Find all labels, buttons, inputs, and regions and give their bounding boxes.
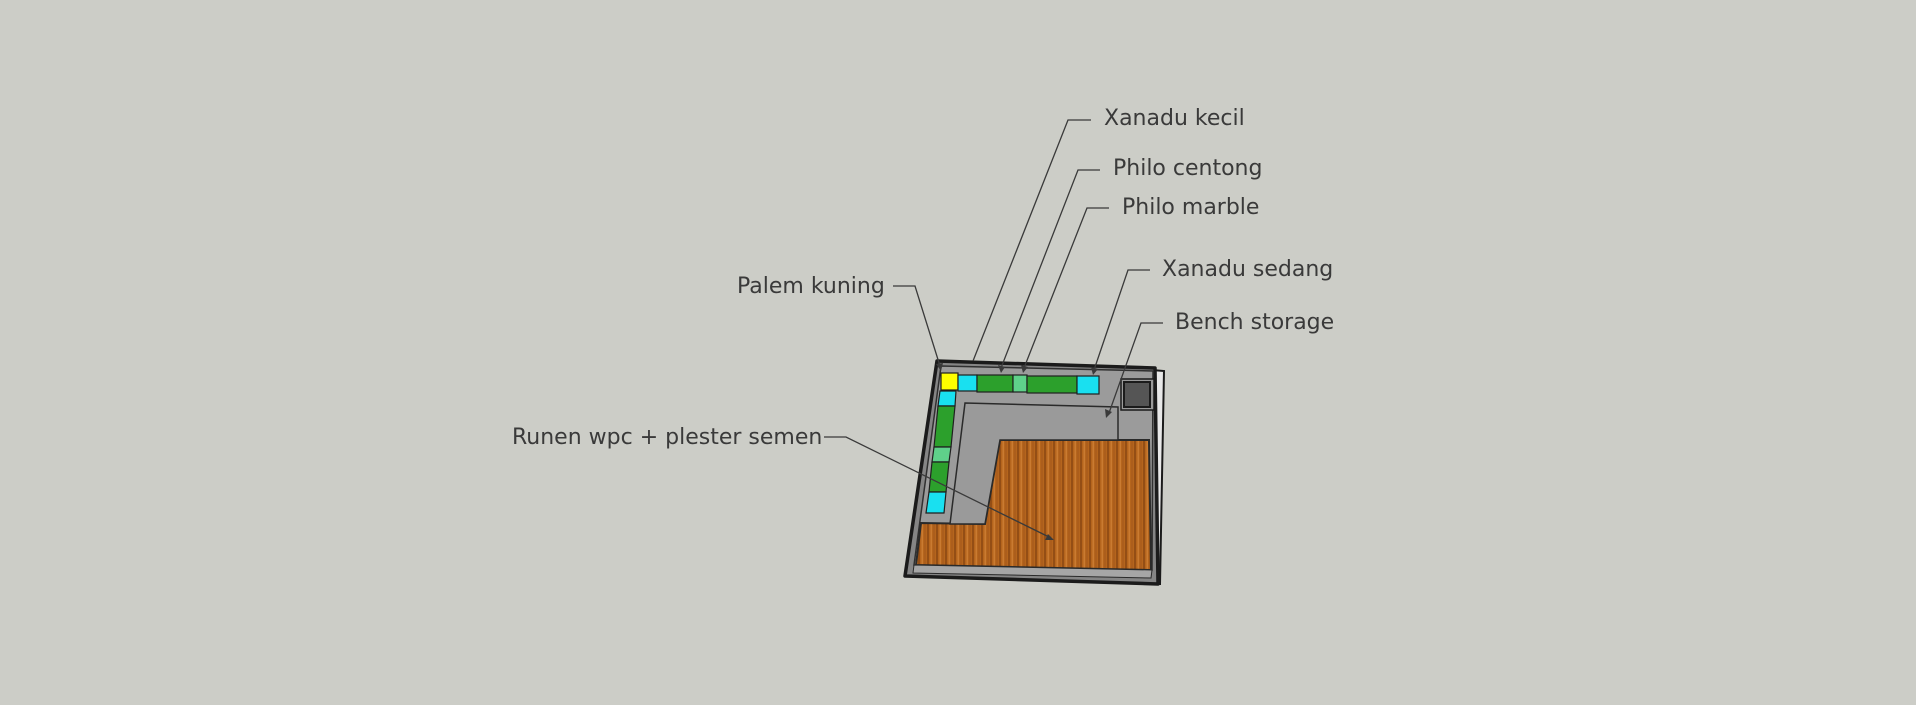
leader-xanadu-kecil (972, 119, 1091, 362)
label-xanadu-kecil: Xanadu kecil (1104, 106, 1245, 131)
label-bench-storage: Bench storage (1175, 310, 1335, 335)
leader-runen-wpc (824, 436, 1050, 538)
arrow-runen-wpc (1045, 534, 1054, 540)
label-xanadu-sedang: Xanadu sedang (1162, 257, 1334, 282)
planter-lightgreen-top (1012, 374, 1028, 393)
planter-cyan-top-2 (1076, 375, 1100, 395)
label-philo-marble: Philo marble (1122, 195, 1260, 220)
arrow-philo-marble (1021, 365, 1028, 373)
label-palem-kuning: Palem kuning (737, 274, 885, 299)
leader-palem-kuning (893, 285, 941, 367)
concrete-path (949, 402, 1119, 525)
leader-philo-centong (1000, 169, 1100, 369)
leader-lines (824, 119, 1163, 540)
storage-box-inner (1123, 381, 1151, 408)
arrow-xanadu-sedang (1091, 367, 1098, 375)
planter-green-left-1 (933, 405, 956, 448)
planter-yellow-palem (940, 372, 959, 391)
label-runen-wpc: Runen wpc + plester semen (512, 425, 823, 450)
planter-green-left-2 (928, 461, 950, 493)
garden-platform (903, 359, 1166, 586)
arrow-philo-centong (998, 365, 1005, 373)
planter-cyan-left-1 (937, 390, 957, 407)
planter-lightgreen-left (931, 446, 952, 463)
label-philo-centong: Philo centong (1113, 156, 1263, 181)
leader-philo-marble (1023, 207, 1109, 369)
planter-cyan-top-1 (957, 374, 978, 392)
planter-row-top (940, 372, 1100, 395)
planter-cyan-left-2 (925, 491, 947, 514)
front-edge-strip (912, 564, 1153, 579)
leader-bench-storage (1108, 322, 1163, 414)
planter-green-top-1 (976, 374, 1014, 393)
leader-xanadu-sedang (1093, 269, 1150, 371)
planter-green-top-2 (1026, 375, 1078, 394)
planter-row-left (925, 390, 957, 514)
bench-storage-box (1120, 378, 1155, 411)
arrow-palem-kuning (936, 363, 943, 371)
arrow-bench-storage (1105, 409, 1112, 418)
